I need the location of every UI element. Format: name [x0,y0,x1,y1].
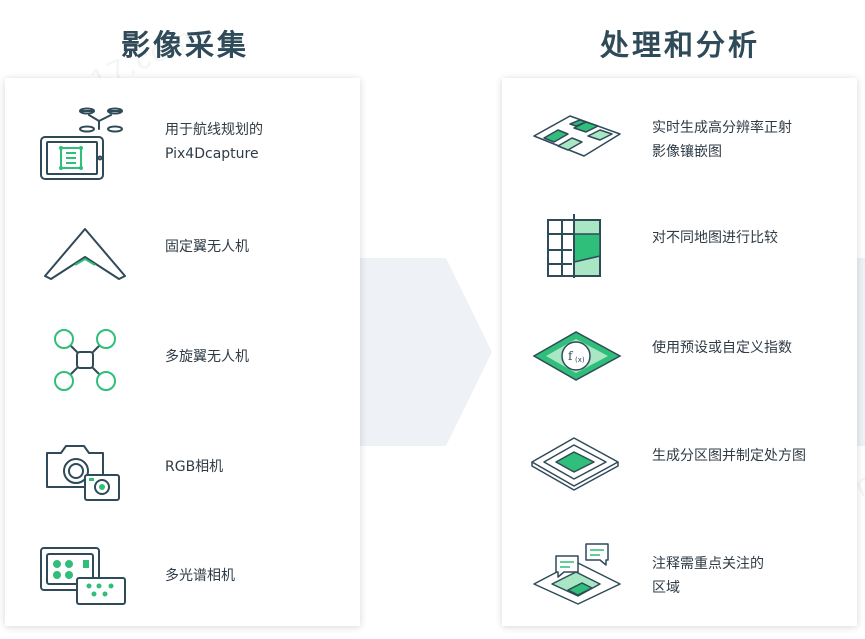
svg-text:f: f [568,349,574,363]
list-item: 生成分区图并制定处方图 [502,428,857,508]
rgb-camera-icon [46,445,120,501]
item-label: 用于航线规划的 Pix4Dcapture [165,122,263,162]
index-fx-icon: f (x) [532,331,622,381]
processing-card: 实时生成高分辨率正射 影像镶嵌图 对不同地图进行比较 f (x) 使用预 [502,78,857,626]
zone-map-icon [531,437,619,491]
item-label: 生成分区图并制定处方图 [652,448,806,464]
item-label: 使用预设或自定义指数 [652,340,792,356]
tablet-drone-icon [40,107,123,180]
list-item: 对不同地图进行比较 [502,208,857,288]
svg-text:(x): (x) [575,356,585,364]
list-item: 实时生成高分辨率正射 影像镶嵌图 [502,98,857,188]
list-item: 固定翼无人机 [5,213,360,293]
item-label: 多光谱相机 [165,568,235,584]
item-label: 对不同地图进行比较 [652,230,778,246]
orthomosaic-tiles-icon [533,115,621,157]
list-item: f (x) 使用预设或自定义指数 [502,318,857,398]
item-label: RGB相机 [165,459,224,475]
acquisition-card: 用于航线规划的 Pix4Dcapture 固定翼无人机 [5,78,360,626]
map-compare-icon [547,214,601,278]
list-item: 注释需重点关注的 区域 [502,538,857,623]
quadcopter-icon [54,329,116,391]
right-column-title: 处理和分析 [599,28,760,62]
item-label: 实时生成高分辨率正射 影像镶嵌图 [652,120,792,160]
item-label: 多旋翼无人机 [165,349,249,365]
left-column-title: 影像采集 [120,28,249,62]
annotation-icon [533,543,621,605]
list-item: 用于航线规划的 Pix4Dcapture [5,93,360,193]
fixed-wing-drone-icon [44,228,126,280]
item-label: 注释需重点关注的 区域 [652,556,764,596]
item-label: 固定翼无人机 [165,239,249,255]
list-item: 多光谱相机 [5,540,360,620]
list-item: RGB相机 [5,433,360,513]
multispectral-camera-icon [40,547,126,605]
list-item: 多旋翼无人机 [5,323,360,403]
